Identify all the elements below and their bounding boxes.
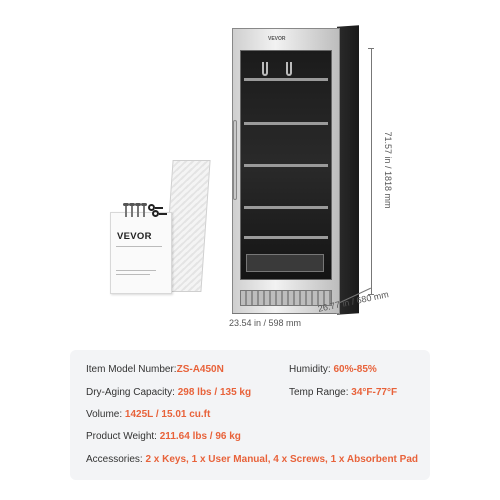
spec-label: Temp Range: <box>289 387 352 398</box>
spec-label: Item Model Number: <box>86 364 177 375</box>
spec-label: Volume: <box>86 409 125 420</box>
key-icon <box>152 210 167 217</box>
spec-weight: Product Weight: 211.64 lbs / 96 kg <box>86 431 241 442</box>
dimension-cap <box>368 294 374 295</box>
spec-accessories: Accessories: 2 x Keys, 1 x User Manual, … <box>86 454 418 465</box>
manual-text-line <box>116 246 162 247</box>
height-dimension-label: 71.57 in / 1818 mm <box>383 131 393 209</box>
door-handle <box>233 120 237 200</box>
spec-temp-range: Temp Range: 34°F-77°F <box>289 387 397 398</box>
screw-icon <box>123 203 129 217</box>
screw-icon <box>135 203 141 217</box>
fridge-drawer <box>246 254 324 272</box>
screw-icon <box>141 203 147 217</box>
fridge-brand-logo: VEVOR <box>268 36 286 42</box>
fridge-shelf <box>244 122 328 125</box>
spec-label: Dry-Aging Capacity: <box>86 387 178 398</box>
spec-label: Humidity: <box>289 364 334 375</box>
key-icon <box>148 204 163 211</box>
spec-value: 211.64 lbs / 96 kg <box>159 431 241 442</box>
spec-volume: Volume: 1425L / 15.01 cu.ft <box>86 409 210 420</box>
hanging-hook-icon <box>262 62 268 76</box>
fridge-vent-grille <box>240 290 332 306</box>
manual-text-line <box>116 270 156 271</box>
spec-capacity: Dry-Aging Capacity: 298 lbs / 135 kg <box>86 387 251 398</box>
fridge-shelf <box>244 236 328 239</box>
spec-card <box>70 350 430 480</box>
height-dimension-line <box>371 48 372 294</box>
fridge-shelf <box>244 78 328 81</box>
user-manual-image <box>110 212 172 294</box>
spec-value: 34°F-77°F <box>351 387 398 398</box>
width-dimension-label: 23.54 in / 598 mm <box>229 318 302 328</box>
spec-value: 2 x Keys, 1 x User Manual, 4 x Screws, 1… <box>145 454 418 465</box>
fridge-side-panel <box>337 25 359 315</box>
spec-value: ZS-A450N <box>176 364 224 375</box>
dimension-cap <box>368 48 374 49</box>
fridge-shelf <box>244 164 328 167</box>
spec-model: Item Model Number:ZS-A450N <box>86 364 224 375</box>
manual-text-line <box>116 274 150 275</box>
spec-humidity: Humidity: 60%-85% <box>289 364 377 375</box>
spec-value: 1425L / 15.01 cu.ft <box>124 409 211 420</box>
spec-label: Accessories: <box>86 454 146 465</box>
screw-icon <box>129 203 135 217</box>
spec-value: 60%-85% <box>333 364 377 375</box>
manual-brand-logo: VEVOR <box>117 231 152 242</box>
width-dimension-line <box>232 313 336 314</box>
spec-label: Product Weight: <box>86 431 160 442</box>
spec-value: 298 lbs / 135 kg <box>177 387 252 398</box>
product-illustration: VEVOR VEVOR 71.57 in / 1818 mm 23.54 in … <box>110 25 393 328</box>
fridge-shelf <box>244 206 328 209</box>
hanging-hook-icon <box>286 62 292 76</box>
